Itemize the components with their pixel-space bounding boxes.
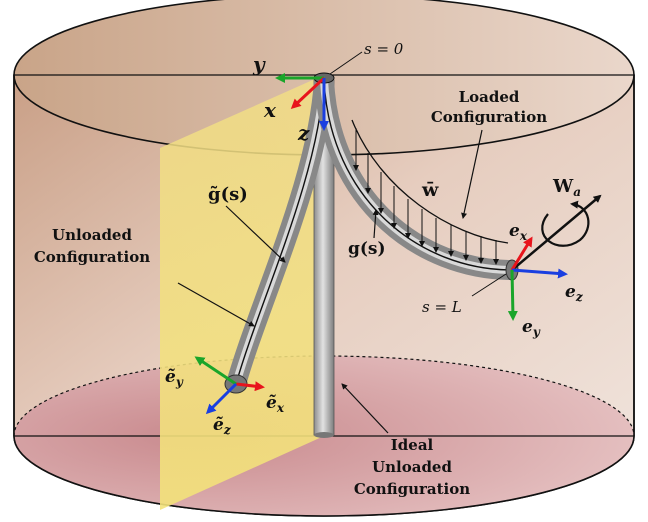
label-ideal-1: Ideal <box>391 436 434 454</box>
label-axis-y: y <box>252 52 266 76</box>
label-wa-main: W <box>552 176 574 197</box>
label-et-y-sub: y <box>175 375 184 389</box>
label-axis-z: z <box>297 121 310 145</box>
label-et-y-main: ẽ <box>165 367 176 387</box>
label-g: g(s) <box>348 239 386 259</box>
leader-g <box>372 209 379 239</box>
label-w-bar: w̄ <box>421 179 439 201</box>
label-et-y: ẽy <box>165 367 184 389</box>
label-ey-sub: y <box>532 325 541 339</box>
floor-back-edge <box>13 355 635 437</box>
floor-front-edge <box>13 435 635 517</box>
label-et-x-sub: x <box>276 401 285 415</box>
label-loaded-2: Configuration <box>431 108 547 126</box>
wrench-arrow <box>511 194 602 271</box>
ex-arrow <box>510 236 533 271</box>
label-s-L: s = L <box>422 298 462 316</box>
label-et-z-main: ẽ <box>213 415 224 435</box>
label-ez-sub: z <box>575 290 584 304</box>
et-y-arrow <box>194 356 237 386</box>
leader-ideal <box>341 383 389 434</box>
label-ideal-3: Configuration <box>354 480 470 498</box>
label-et-z: ẽz <box>213 415 232 437</box>
label-unloaded-1: Unloaded <box>52 226 132 244</box>
axis-x-arrow <box>290 76 326 110</box>
label-loaded-1: Loaded <box>459 88 520 106</box>
label-ez-main: e <box>565 282 576 302</box>
label-ex: ex <box>509 221 528 243</box>
label-s-zero: s = 0 <box>364 40 404 58</box>
label-ey: ey <box>522 317 541 339</box>
leader-s0 <box>329 51 363 75</box>
label-wa-sub: a <box>573 185 581 199</box>
et-x-arrow <box>235 381 265 392</box>
leader-gtilde <box>225 205 286 263</box>
unloaded-plane <box>160 75 324 510</box>
label-et-x: ẽx <box>266 393 285 415</box>
label-et-x-main: ẽ <box>266 393 277 413</box>
label-wa: Wa <box>552 176 581 199</box>
leader-unloaded <box>177 282 255 327</box>
leader-loaded <box>461 129 483 219</box>
label-g-tilde: g̃(s) <box>208 184 248 205</box>
label-et-z-sub: z <box>223 423 232 437</box>
wrench-moment <box>541 200 590 247</box>
ez-arrow <box>511 268 568 279</box>
loaded-rod-centerline <box>323 79 513 271</box>
load-envelope <box>351 119 509 244</box>
load-arrows <box>353 128 499 265</box>
label-ey-main: e <box>522 317 533 337</box>
leader-sL <box>471 273 507 297</box>
label-ex-sub: x <box>519 229 528 243</box>
label-axis-x: x <box>263 98 277 122</box>
label-ez: ez <box>565 282 584 304</box>
ideal-rod-end <box>314 432 334 438</box>
ey-arrow <box>507 269 518 321</box>
label-ex-main: e <box>509 221 520 241</box>
label-ideal-2: Unloaded <box>372 458 452 476</box>
label-unloaded-2: Configuration <box>34 248 150 266</box>
et-z-arrow <box>205 382 238 415</box>
